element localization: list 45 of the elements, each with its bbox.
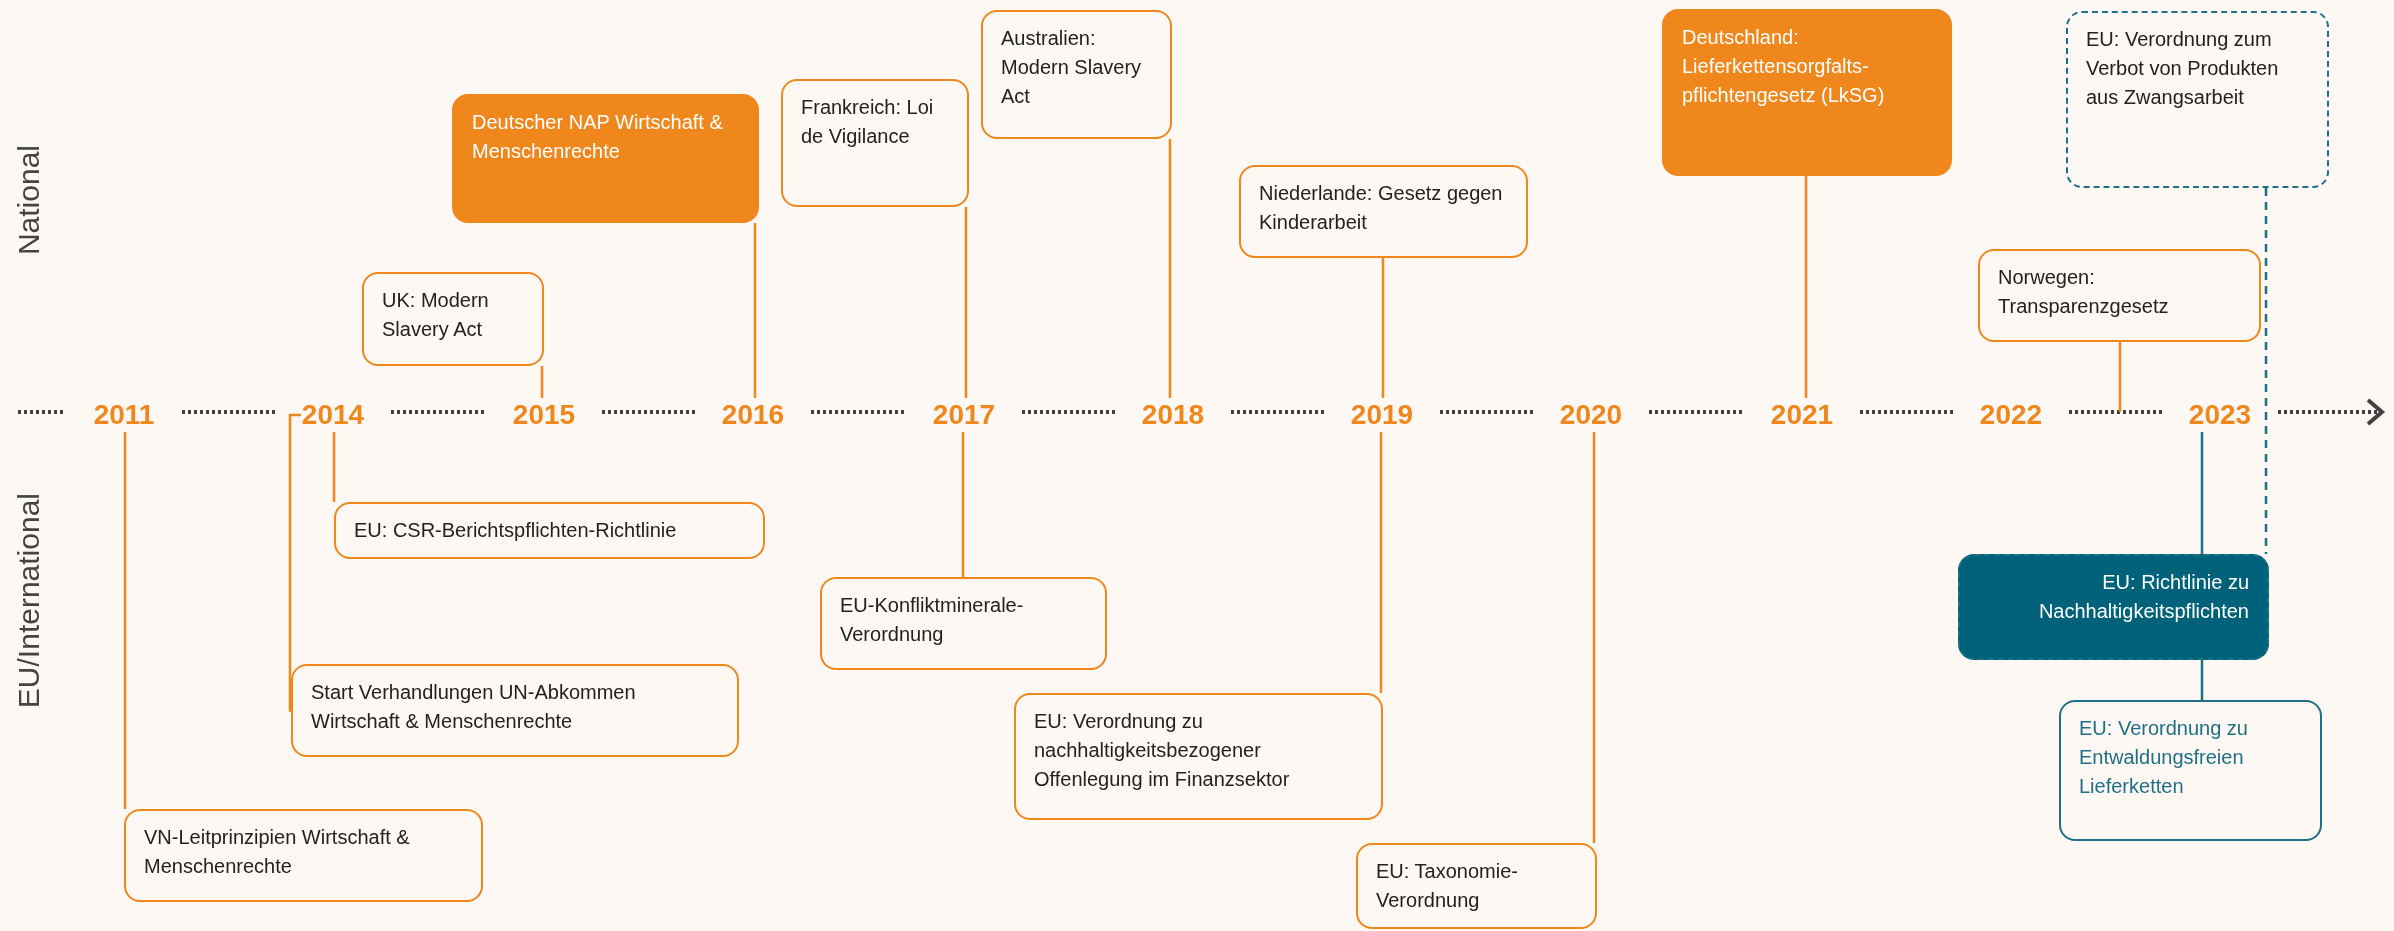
section-label: EU/International [12, 492, 46, 708]
milestone-card: Start Verhandlungen UN-Abkommen Wirtschaft & Menschenrechte [291, 664, 739, 757]
milestone-card: Australien: Modern Slavery Act [981, 10, 1172, 139]
milestone-card: EU: Richtlinie zu Nachhaltigkeitspflichten [1958, 554, 2269, 660]
leader-line [332, 432, 336, 502]
year-label: 2020 [1559, 398, 1623, 432]
leader-line [2264, 188, 2268, 554]
leader-line [1592, 432, 1596, 843]
milestone-card: UK: Modern Slavery Act [362, 272, 544, 366]
section-label: National [12, 145, 46, 256]
leader-line [288, 413, 301, 712]
year-label: 2014 [301, 398, 365, 432]
milestone-card: Deutschland: Lieferkettensorgfalts-pflichtengesetz (LkSG) [1662, 9, 1952, 176]
leader-line [2200, 432, 2204, 554]
leader-line [1381, 258, 1385, 398]
milestone-card: EU-Konfliktminerale-Verordnung [820, 577, 1107, 670]
leader-line [123, 432, 127, 809]
leader-line [1168, 139, 1172, 398]
leader-line [753, 223, 757, 398]
milestone-card: Deutscher NAP Wirtschaft & Menschenrechte [452, 94, 759, 223]
milestone-card: EU: CSR-Berichtspflichten-Richtlinie [334, 502, 765, 559]
year-label: 2023 [2188, 398, 2252, 432]
milestone-card: EU: Verordnung zu nachhaltigkeitsbezogener Offenlegung im Finanzsektor [1014, 693, 1383, 820]
year-label: 2019 [1350, 398, 1414, 432]
milestone-card: Niederlande: Gesetz gegen Kinderarbeit [1239, 165, 1528, 258]
leader-line [540, 366, 544, 398]
year-label: 2011 [92, 398, 156, 432]
leader-line [961, 432, 965, 577]
year-label: 2016 [721, 398, 785, 432]
leader-line [2118, 342, 2122, 412]
year-label: 2017 [932, 398, 996, 432]
year-label: 2021 [1770, 398, 1834, 432]
milestone-card: Frankreich: Loi de Vigilance [781, 79, 969, 207]
leader-line [1379, 432, 1383, 693]
milestone-card: EU: Verordnung zu Entwaldungsfreien Lieferketten [2059, 700, 2322, 841]
milestone-card: VN-Leitprinzipien Wirtschaft & Menschenrechte [124, 809, 483, 902]
leader-line [2200, 660, 2204, 700]
milestone-card: EU: Verordnung zum Verbot von Produkten aus Zwangsarbeit [2066, 11, 2329, 188]
year-label: 2015 [512, 398, 576, 432]
milestone-card: Norwegen: Transparenzgesetz [1978, 249, 2261, 342]
year-label: 2018 [1141, 398, 1205, 432]
year-label: 2022 [1979, 398, 2043, 432]
leader-line [1804, 176, 1808, 398]
milestone-card: EU: Taxonomie-Verordnung [1356, 843, 1597, 929]
leader-line [964, 207, 968, 398]
